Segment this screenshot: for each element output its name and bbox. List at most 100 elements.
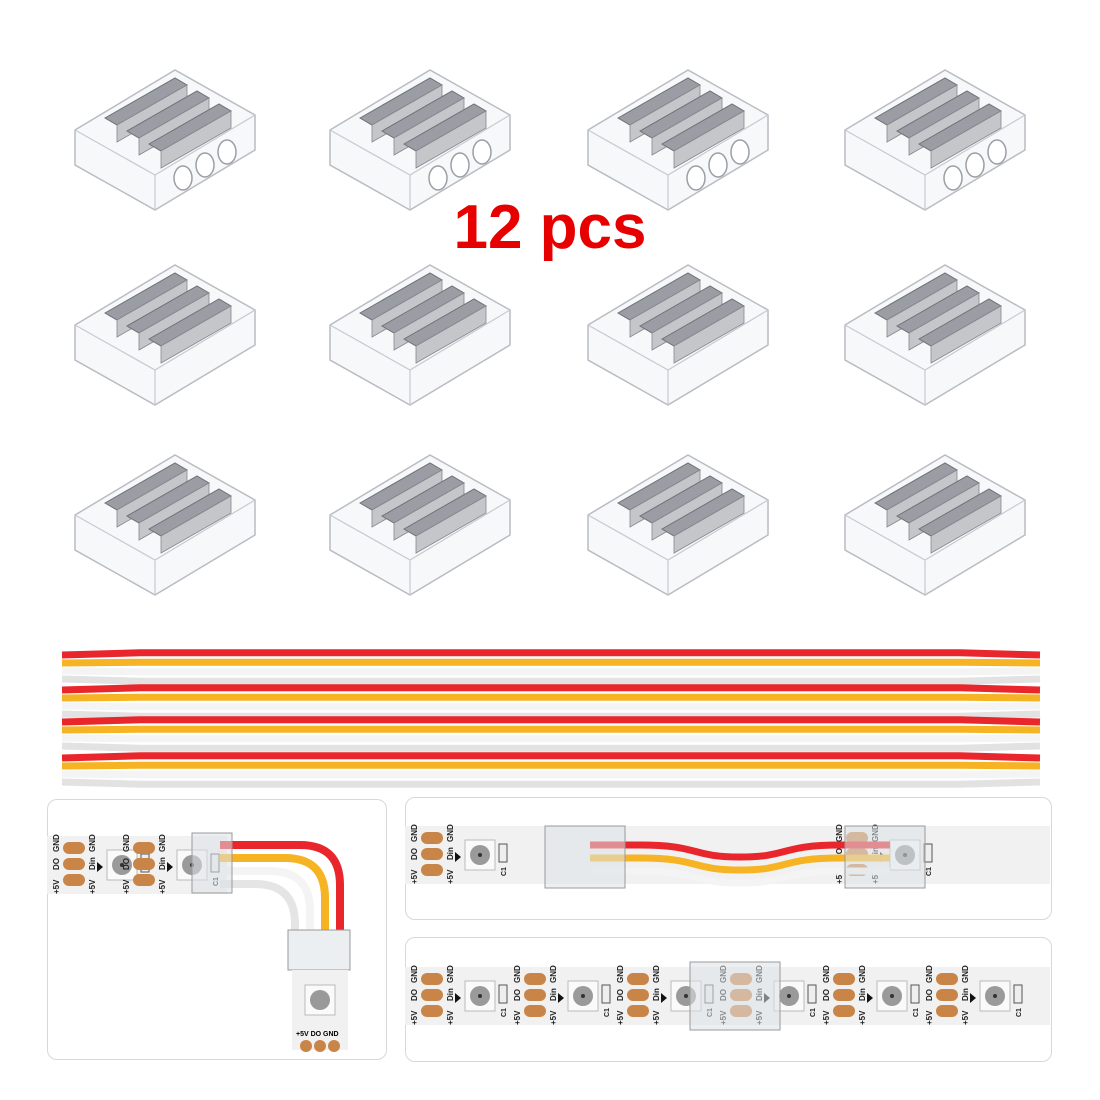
metal-contact-side [160,305,232,364]
ribbon-wire [61,684,1041,720]
ribbon-wire [61,716,1041,752]
led-core [120,863,124,867]
solder-pad [314,1040,326,1052]
strip-label: +5V [961,1010,970,1025]
strip-label: Din [88,857,97,870]
strip-label: +5V [122,879,131,894]
strip-label: DO [822,989,831,1001]
connector-icon [587,69,769,211]
led-core [581,994,585,998]
wire-hole [428,165,448,191]
strip-label: Din [446,847,455,860]
strip-label: C1 [926,867,933,876]
ribbon-wire [61,752,1041,788]
wire-conductor [61,761,1041,770]
wire-conductor [61,649,1041,659]
wire-conductor [220,867,314,930]
direction-arrow-icon [661,993,667,1003]
wire-conductor [220,880,299,930]
metal-contact-side [415,495,487,554]
wire-conductor [61,752,1041,762]
wire-conductor [220,841,344,930]
strip-label: +5V [446,869,455,884]
strip-label: +5V [549,1010,558,1025]
clear-connector [844,825,926,889]
connector-icon [587,264,769,406]
strip-label: DO [616,989,625,1001]
metal-contact-side [415,110,487,169]
direction-arrow-icon [455,993,461,1003]
strip-label: +5V [88,879,97,894]
wire-conductor [61,778,1041,788]
strip-label: DO [122,858,131,870]
wire-hole [708,152,728,178]
led-core [787,994,791,998]
wire-conductor [220,854,329,930]
strip-label: GND [925,965,934,983]
solder-pad [627,973,649,985]
capacitor [1013,984,1023,1004]
wire-conductor [61,710,1041,720]
direction-arrow-icon [455,852,461,862]
connector-icon [844,264,1026,406]
jumper-wire [590,841,890,887]
wire-hole [730,139,750,165]
solder-pad [833,989,855,1001]
solder-pad [936,989,958,1001]
strip-label: Din [961,988,970,1001]
metal-contact-side [673,305,745,364]
metal-contact-side [415,305,487,364]
strip-label: C1 [810,1008,817,1017]
strip-label: +5V [52,879,61,894]
led-core [478,853,482,857]
solder-pad [833,973,855,985]
led-core [684,994,688,998]
wire-hole [987,139,1007,165]
capacitor [498,984,508,1004]
clear-connector [287,929,351,971]
connector-icon [329,69,511,211]
capacitor [601,984,611,1004]
strip-label: DO [513,989,522,1001]
clear-connector [191,832,233,894]
strip-label: C1 [913,1008,920,1017]
strip-label: GND [410,824,419,842]
strip-label: Din [652,988,661,1001]
direction-arrow-icon [167,862,173,872]
solder-pad [936,1005,958,1017]
strip-label: C1 [1016,1008,1023,1017]
solder-pad [300,1040,312,1052]
strip-label: GND [52,834,61,852]
wire-conductor [61,742,1041,752]
connector-icon [329,454,511,596]
connector-icon [329,264,511,406]
solder-pad [936,973,958,985]
strip-label: DO [410,989,419,1001]
wire-conductor [61,675,1041,685]
strip-label: +5V [513,1010,522,1025]
strip-label: GND [122,834,131,852]
strip-label: GND [652,965,661,983]
strip-label: Din [549,988,558,1001]
direction-arrow-icon [867,993,873,1003]
wire-conductor [590,867,890,887]
strip-label: C1 [604,1008,611,1017]
solder-pad [627,1005,649,1017]
connector-icon [74,69,256,211]
solder-pad [133,858,155,870]
strip-label: Din [446,988,455,1001]
clear-connector [689,961,781,1031]
strip-label: +5V [652,1010,661,1025]
connector-icon [844,454,1026,596]
capacitor [807,984,817,1004]
wire-hole [965,152,985,178]
wire-hole [217,139,237,165]
solder-pad [524,989,546,1001]
strip-label: Din [858,988,867,1001]
strip-label: GND [88,834,97,852]
strip-label: C1 [501,867,508,876]
led-core [478,994,482,998]
strip-label: GND [446,824,455,842]
